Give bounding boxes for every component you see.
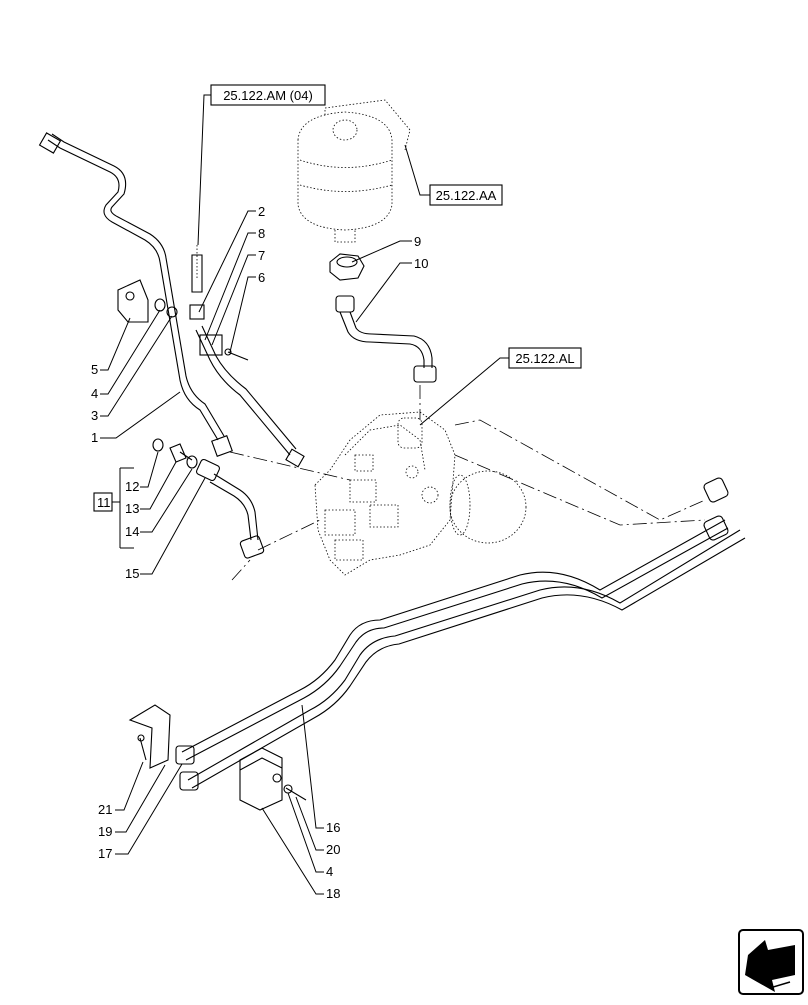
fasteners-group	[189, 245, 249, 361]
reference-25-122-aa[interactable]: 25.122.AA	[429, 184, 503, 206]
callout-21: 21	[98, 802, 112, 817]
tube-15	[195, 458, 265, 559]
callout-11: 11	[97, 495, 111, 510]
callout-18: 18	[326, 886, 340, 901]
reference-25-122-am[interactable]: 25.122.AM (04)	[210, 84, 326, 106]
callout-5: 5	[91, 362, 98, 377]
callout-17: 17	[98, 846, 112, 861]
bracket-5	[117, 279, 178, 323]
reference-label: 25.122.AM (04)	[223, 88, 313, 103]
callout-6: 6	[258, 270, 265, 285]
callout-4-bottom: 4	[326, 864, 333, 879]
accumulator-top	[297, 99, 411, 243]
tube-10	[335, 295, 437, 383]
callout-2: 2	[258, 204, 265, 219]
callout-16: 16	[326, 820, 340, 835]
callout-10: 10	[414, 256, 428, 271]
reference-label: 25.122.AA	[436, 188, 497, 203]
group-11-box[interactable]: 11	[93, 492, 113, 512]
callout-13: 13	[125, 501, 139, 516]
callout-1: 1	[91, 430, 98, 445]
reference-label: 25.122.AL	[515, 351, 574, 366]
callout-12: 12	[125, 479, 139, 494]
clamp-18	[239, 747, 307, 811]
callout-20: 20	[326, 842, 340, 857]
tube-1	[38, 132, 233, 457]
callout-15: 15	[125, 566, 139, 581]
nut-9	[329, 253, 365, 281]
valve-block	[314, 411, 527, 576]
connection-lines	[229, 385, 706, 581]
callout-7: 7	[258, 248, 265, 263]
callout-14: 14	[125, 524, 139, 539]
callout-4: 4	[91, 386, 98, 401]
next-page-arrow-icon[interactable]	[738, 929, 804, 995]
callout-3: 3	[91, 408, 98, 423]
bracket-19	[128, 704, 171, 769]
tube-center	[195, 325, 305, 468]
callout-19: 19	[98, 824, 112, 839]
fitting-set-11	[152, 438, 198, 469]
callout-9: 9	[414, 234, 421, 249]
tube-17-19	[175, 477, 746, 791]
reference-25-122-al[interactable]: 25.122.AL	[508, 347, 582, 369]
callout-8: 8	[258, 226, 265, 241]
